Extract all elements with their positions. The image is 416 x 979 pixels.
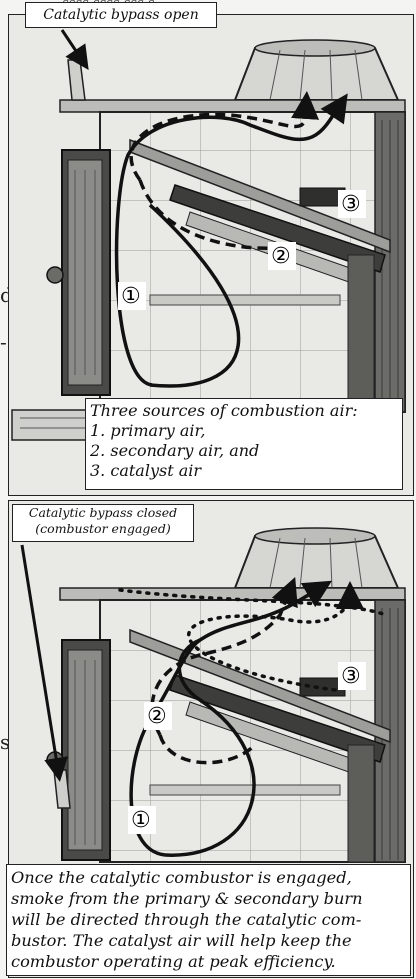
bypass-pointer-arrow-top	[60, 29, 89, 70]
marker-primary-top: ①	[121, 284, 141, 309]
combustor-caption: Once the catalytic combustor is engaged,…	[6, 864, 411, 976]
marker-catalyst-bottom: ③	[341, 664, 361, 689]
legend-line: 2. secondary air, and	[90, 441, 260, 460]
caption-line: bustor. The catalyst air will help keep …	[11, 931, 352, 950]
edge-letter-dash: -	[0, 330, 7, 354]
bypass-closed-label: Catalytic bypass closed (combustor engag…	[12, 504, 194, 542]
marker-primary-bottom: ①	[131, 808, 151, 833]
stove-drawing-top	[11, 39, 406, 441]
legend-line: 1. primary air,	[90, 421, 206, 440]
caption-line: Once the catalytic combustor is engaged,	[11, 868, 352, 887]
caption-line: smoke from the primary & secondary burn	[11, 889, 363, 908]
legend-line: 3. catalyst air	[90, 461, 202, 480]
caption-line: will be directed through the catalytic c…	[11, 910, 362, 929]
marker-catalyst-top: ③	[341, 192, 361, 217]
air-sources-legend: Three sources of combustion air: 1. prim…	[85, 398, 403, 490]
marker-secondary-bottom: ②	[147, 704, 167, 729]
edge-letter-s: s	[0, 730, 11, 754]
markers-bottom: ① ② ③	[128, 662, 366, 834]
bypass-closed-line: (combustor engaged)	[35, 521, 171, 536]
markers-top: ① ② ③	[118, 190, 366, 310]
bypass-pointer-arrow-bottom	[20, 544, 68, 782]
legend-line: Three sources of combustion air:	[90, 401, 358, 420]
marker-secondary-top: ②	[271, 244, 291, 269]
caption-line: combustor operating at peak efficiency.	[11, 952, 336, 971]
bypass-closed-line: Catalytic bypass closed	[28, 505, 178, 520]
bypass-open-label: Catalytic bypass open	[25, 2, 217, 28]
stove-drawing-bottom	[46, 527, 406, 863]
airflow-top	[114, 91, 348, 388]
